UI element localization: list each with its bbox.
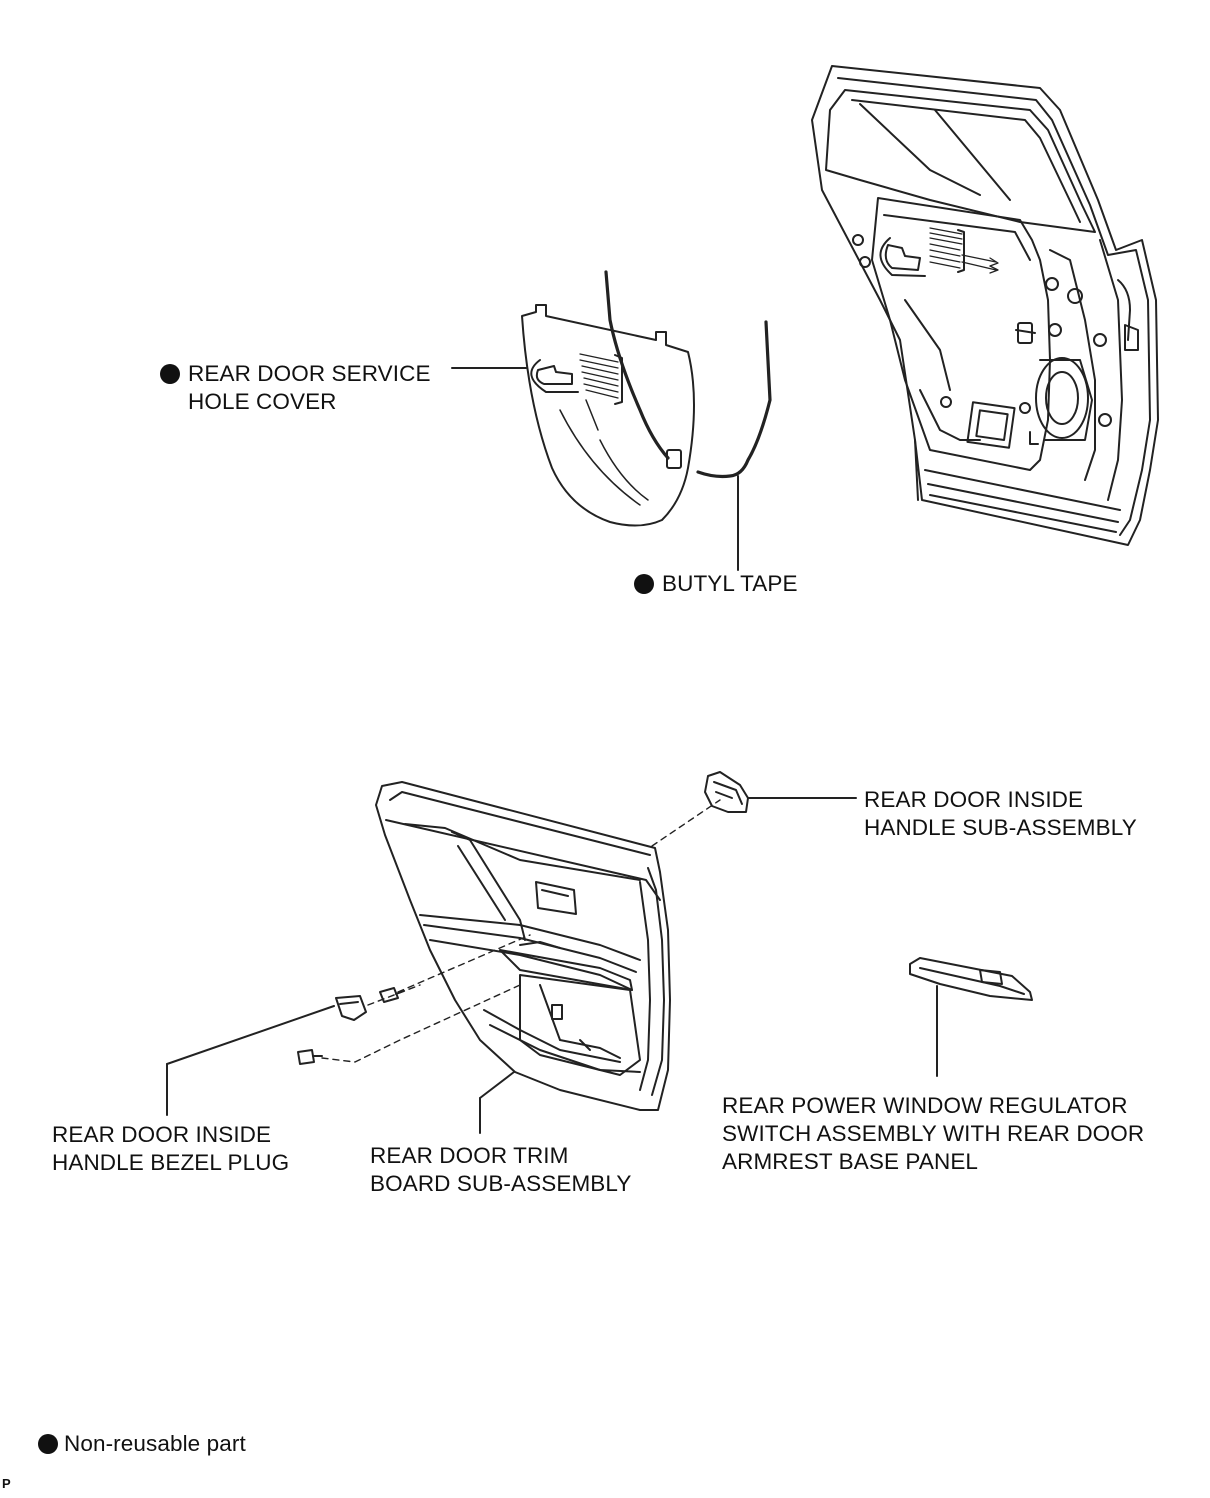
non-reusable-dot xyxy=(160,364,180,384)
bezel-plug-part xyxy=(335,995,367,1021)
label-window-switch-line1: REAR POWER WINDOW REGULATOR xyxy=(722,1093,1128,1118)
label-inside-handle-line2: HANDLE SUB-ASSEMBLY xyxy=(864,815,1137,840)
label-inside-handle-line1: REAR DOOR INSIDE xyxy=(864,787,1084,812)
corner-mark: P xyxy=(2,1476,11,1491)
rear-door-service-hole-cover xyxy=(521,304,695,527)
legend-non-reusable: Non-reusable part xyxy=(64,1431,246,1456)
non-reusable-dot xyxy=(634,574,654,594)
screws xyxy=(297,987,405,1065)
label-trim-board-line1: REAR DOOR TRIM xyxy=(370,1143,569,1168)
label-window-switch-line2: SWITCH ASSEMBLY WITH REAR DOOR xyxy=(722,1121,1145,1146)
label-window-switch-line3: ARMREST BASE PANEL xyxy=(722,1149,979,1174)
legend-dot xyxy=(38,1434,58,1454)
label-bezel-plug-line1: REAR DOOR INSIDE xyxy=(52,1122,272,1147)
label-bezel-plug-line2: HANDLE BEZEL PLUG xyxy=(52,1150,290,1175)
rear-door-trim-board xyxy=(375,781,671,1111)
label-trim-board-line2: BOARD SUB-ASSEMBLY xyxy=(370,1171,632,1196)
rear-door-frame xyxy=(811,65,1159,546)
label-butyl-tape: BUTYL TAPE xyxy=(662,571,798,596)
window-switch-part xyxy=(909,957,1033,1001)
label-service-hole-cover-line1: REAR DOOR SERVICE xyxy=(188,361,431,386)
label-service-hole-cover-line2: HOLE COVER xyxy=(188,389,337,414)
butyl-tape xyxy=(604,270,772,479)
inside-handle-part xyxy=(704,771,749,813)
